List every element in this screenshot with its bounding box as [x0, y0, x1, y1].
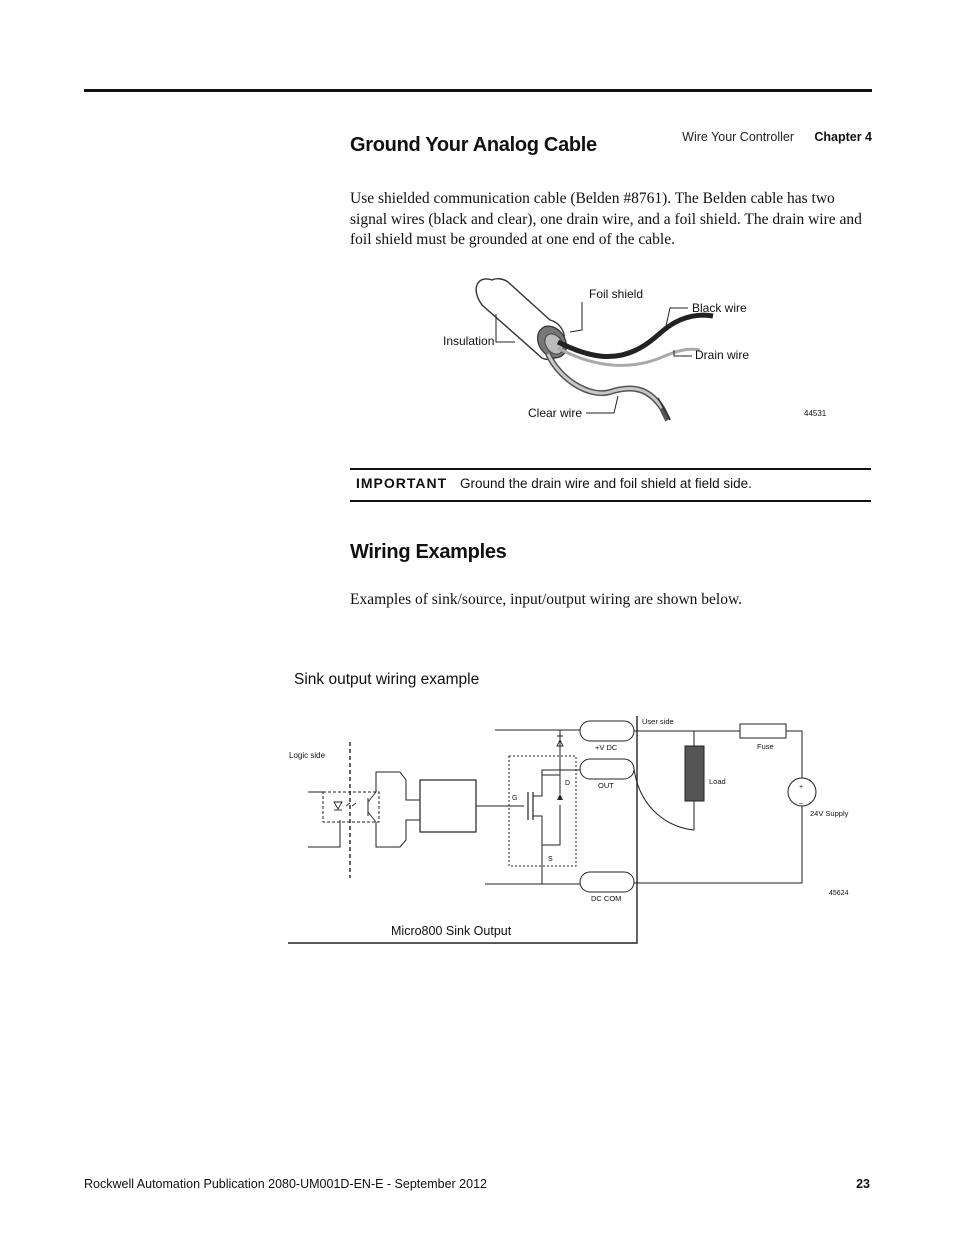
drain-wire: [557, 346, 701, 367]
mosfet-box: [508, 755, 577, 867]
header-chapter: Chapter 4: [814, 130, 872, 144]
label-supply-plus: +: [799, 784, 803, 791]
wiring-figure-title: Sink output wiring example: [294, 671, 479, 688]
header-section-title: Wire Your Controller: [682, 130, 794, 144]
terminal-plus-v-dc: [579, 720, 635, 742]
label-clear-wire: Clear wire: [528, 406, 582, 420]
footer-page-number: 23: [856, 1177, 870, 1191]
module-boundary: [288, 716, 638, 944]
header-rule: [84, 89, 872, 92]
terminal-dc-com: [579, 871, 635, 893]
label-user-side: User side: [642, 717, 674, 726]
label-insulation: Insulation: [443, 334, 494, 348]
black-wire: [556, 312, 714, 360]
module-caption: Micro800 Sink Output: [391, 924, 512, 938]
sink-output-wiring-figure: Sink output wiring example Micro800 Sink…: [288, 671, 849, 944]
logic-block: [419, 779, 477, 833]
ground-heading: Ground Your Analog Cable: [350, 134, 597, 156]
label-out: OUT: [598, 781, 614, 790]
label-dc-com: DC COM: [591, 894, 621, 903]
ground-paragraph-line: foil shield must be grounded at one end …: [350, 231, 675, 248]
label-gate: G: [512, 795, 517, 802]
important-label: IMPORTANT: [356, 475, 448, 491]
label-foil-shield: Foil shield: [589, 287, 643, 301]
label-drain-wire: Drain wire: [695, 348, 749, 362]
label-plus-v-dc: +V DC: [595, 743, 618, 752]
ground-paragraph-line: signal wires (black and clear), one drai…: [350, 210, 862, 228]
label-logic-side: Logic side: [289, 751, 326, 760]
ground-paragraph: Use shielded communication cable (Belden…: [350, 189, 874, 251]
label-source: S: [548, 856, 553, 863]
label-supply-minus: –: [799, 800, 803, 807]
ground-paragraph-line: Use shielded communication cable (Belden…: [350, 190, 835, 207]
fuse: [739, 723, 787, 739]
label-fuse: Fuse: [757, 742, 774, 751]
wiring-heading: Wiring Examples: [350, 541, 507, 563]
wiring-figure-id: 45624: [829, 890, 849, 897]
terminal-out: [579, 758, 635, 780]
important-note: IMPORTANT Ground the drain wire and foil…: [350, 468, 871, 502]
figure-id: 44531: [804, 409, 827, 418]
footer-publication: Rockwell Automation Publication 2080-UM0…: [84, 1177, 487, 1191]
load: [684, 745, 705, 802]
label-black-wire: Black wire: [692, 301, 747, 315]
important-text: Ground the drain wire and foil shield at…: [460, 476, 752, 491]
label-supply: 24V Supply: [810, 809, 849, 818]
running-header: Wire Your Controller Chapter 4: [84, 64, 872, 144]
label-drain: D: [565, 780, 570, 787]
label-load: Load: [709, 777, 726, 786]
analog-cable-figure: Foil shield Black wire Insulation Drain …: [443, 277, 827, 422]
opto-coupler: [322, 791, 380, 823]
wiring-paragraph: Examples of sink/source, input/output wi…: [350, 591, 743, 608]
